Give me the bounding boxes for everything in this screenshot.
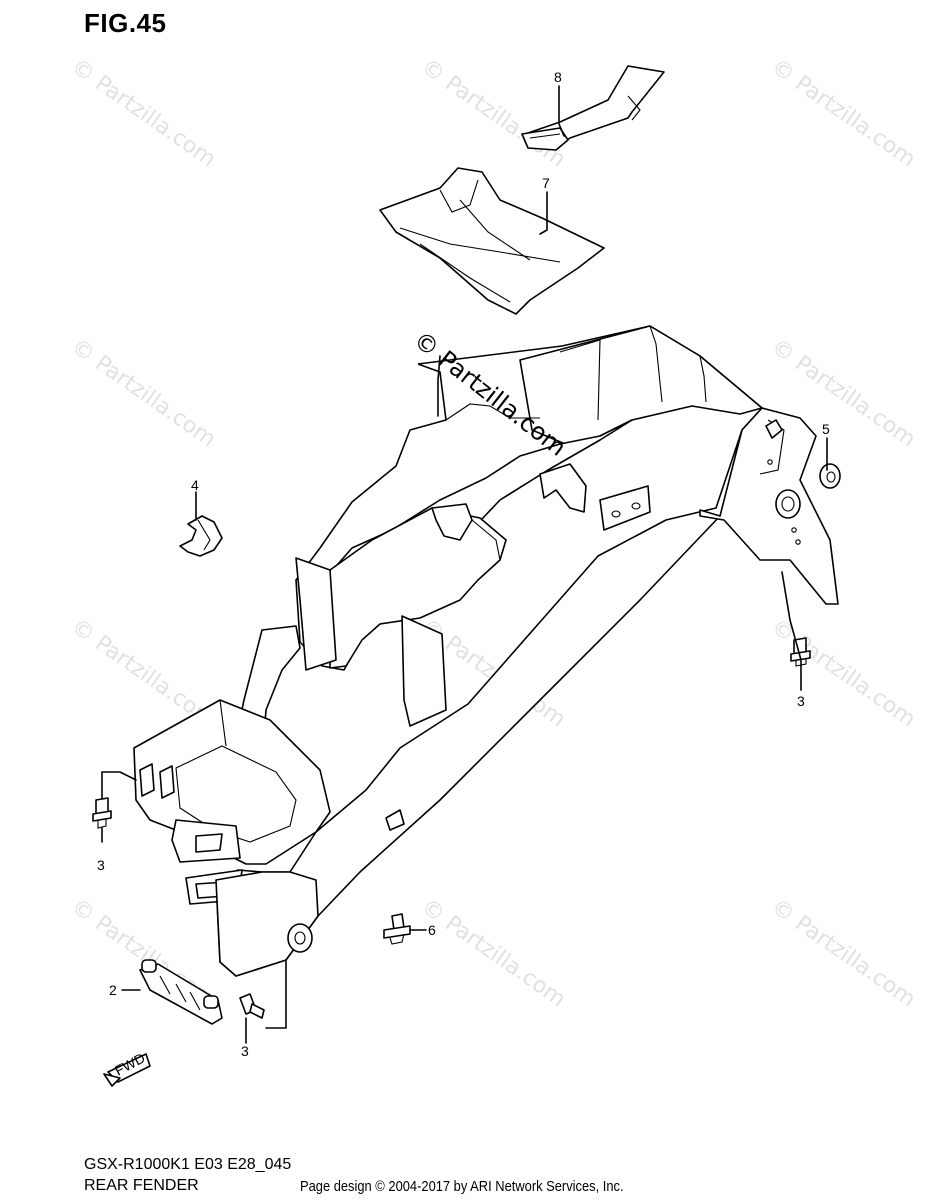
leader-lines	[101, 85, 828, 1044]
part-8-strap	[521, 65, 665, 151]
part-5-washer	[819, 463, 841, 489]
callout-3-bottom: 3	[241, 1043, 249, 1059]
watermark-tile: © Partzilla.com	[767, 54, 920, 172]
model-code: GSX-R1000K1 E03 E28_045	[84, 1156, 292, 1173]
part-7-cover	[379, 167, 605, 315]
watermark-tile: © Partzilla.com	[767, 894, 920, 1012]
page-credit: Page design © 2004-2017 by ARI Network S…	[300, 1178, 624, 1195]
part-2-cushion	[139, 959, 223, 1025]
part-name: REAR FENDER	[84, 1177, 199, 1194]
part-3-bolt-bottom	[239, 993, 265, 1019]
part-6-rivet	[383, 913, 411, 945]
fwd-arrow: FWD	[103, 1050, 151, 1087]
part-4-clamp	[179, 515, 223, 557]
part-3-bolt-left	[92, 797, 112, 829]
callout-3-left: 3	[97, 857, 105, 873]
figure-title: FIG.45	[84, 8, 167, 38]
callout-2: 2	[109, 982, 117, 998]
callout-5: 5	[822, 421, 830, 437]
callout-4: 4	[191, 477, 199, 493]
watermark-tile: © Partzilla.com	[67, 54, 220, 172]
watermark-tile: © Partzilla.com	[767, 614, 920, 732]
watermark-tile: © Partzilla.com	[417, 894, 570, 1012]
callouts: 8 7 5 4 3 3 6 2 3	[97, 69, 830, 1059]
parts-diagram: © Partzilla.com © Partzilla.com © Partzi…	[67, 54, 920, 1087]
callout-8: 8	[554, 69, 562, 85]
watermark-tile: © Partzilla.com	[417, 54, 570, 172]
rear-fender-body	[133, 325, 839, 977]
callout-3-right: 3	[797, 693, 805, 709]
callout-6: 6	[428, 922, 436, 938]
watermark-tile: © Partzilla.com	[67, 334, 220, 452]
callout-7: 7	[542, 175, 550, 191]
